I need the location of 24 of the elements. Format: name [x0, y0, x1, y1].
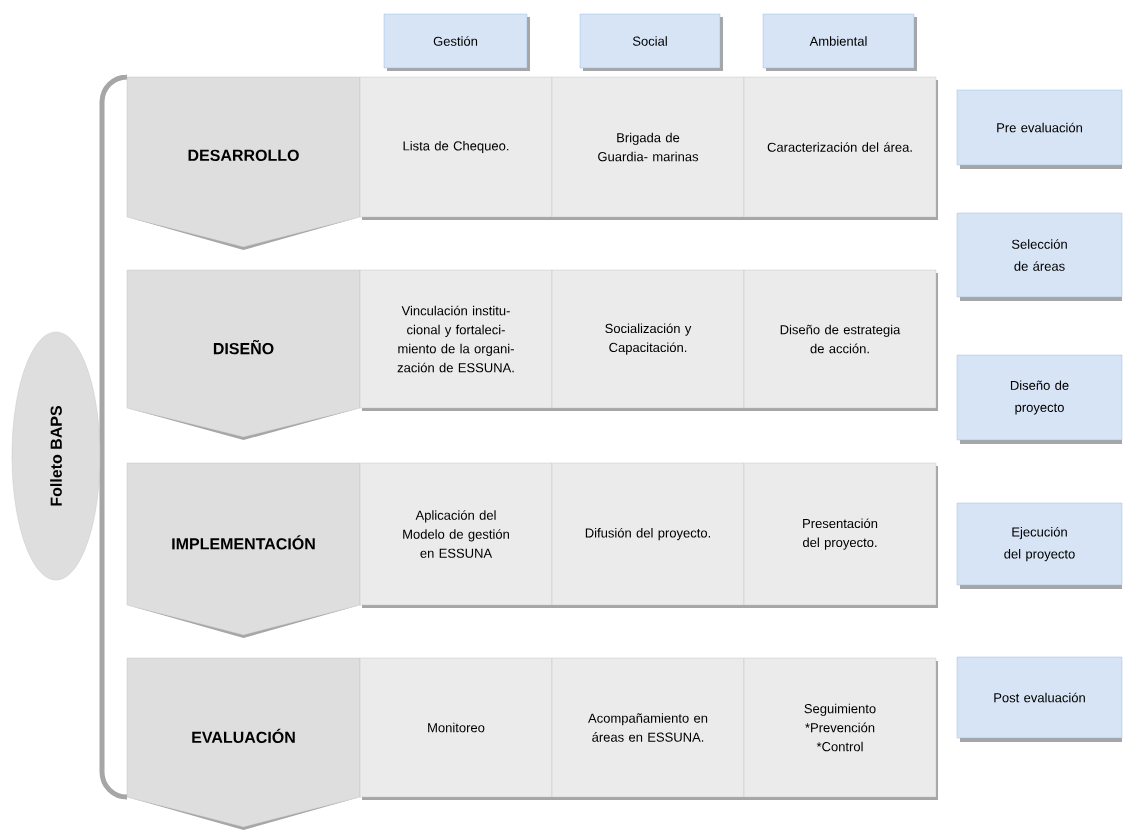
- table-cell: Socialización y Capacitación.: [551, 269, 746, 411]
- table-cell: Caracterización del área.: [743, 76, 938, 220]
- table-cell: Lista de Chequeo.: [359, 76, 554, 220]
- stage-box: DISEÑO: [126, 269, 361, 440]
- table-cell: Seguimiento *Prevención *Control: [743, 657, 938, 800]
- stage-box: EVALUACIÓN: [126, 657, 361, 830]
- stage-box: IMPLEMENTACIÓN: [126, 462, 361, 638]
- header-box: Ambiental: [762, 13, 917, 71]
- phase-box: Selección de áreas: [956, 212, 1123, 301]
- table-cell: Monitoreo: [359, 657, 554, 800]
- table-cell: Diseño de estrategia de acción.: [743, 269, 938, 411]
- table-cell: Presentación del proyecto.: [743, 462, 938, 608]
- table-cell: Brigada de Guardia- marinas: [551, 76, 746, 220]
- phase-box: Diseño de proyecto: [956, 354, 1123, 444]
- header-box: Gestión: [383, 13, 530, 71]
- table-cell: Acompañamiento en áreas en ESSUNA.: [551, 657, 746, 800]
- stage-box: DESARROLLO: [126, 76, 361, 250]
- header-box: Social: [579, 13, 723, 71]
- phase-box: Post evaluación: [956, 656, 1123, 742]
- table-cell: Vinculación institu- cional y fortaleci- miento de la organi- zación de ESSUNA.: [359, 269, 554, 411]
- phase-box: Ejecución del proyecto: [956, 502, 1123, 589]
- table-cell: Difusión del proyecto.: [551, 462, 746, 608]
- table-cell: Aplicación del Modelo de gestión en ESSUNA: [359, 462, 554, 608]
- phase-box: Pre evaluación: [956, 89, 1123, 169]
